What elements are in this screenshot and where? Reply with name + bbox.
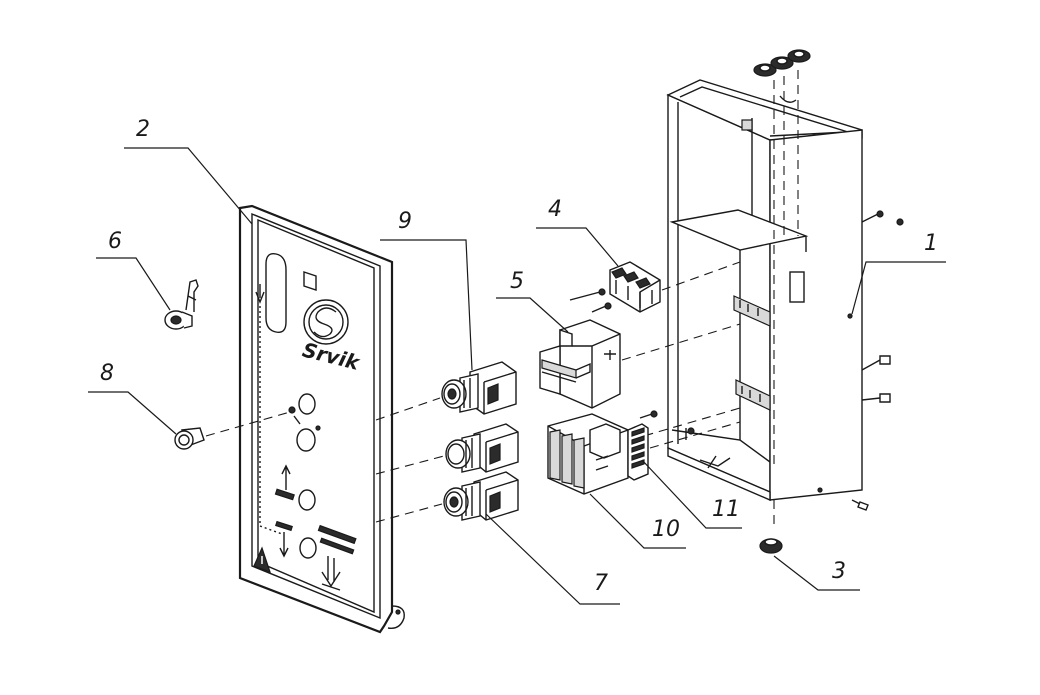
axis-lines-top [773, 70, 799, 530]
callout-8: 8 [100, 361, 114, 386]
callout-9: 9 [398, 209, 412, 234]
logo-circle [303, 299, 349, 345]
callout-1: 1 [924, 231, 938, 256]
lock [164, 279, 199, 330]
screws-right [851, 210, 904, 511]
enclosure-box [666, 79, 863, 502]
contactor [547, 407, 741, 495]
axis-lines-lamps [375, 397, 445, 523]
front-panel: Srvik [238, 204, 405, 634]
callout-4: 4 [548, 197, 562, 222]
callout-7: 7 [594, 571, 608, 596]
leader-lines [88, 147, 946, 605]
callout-3: 3 [832, 559, 846, 584]
terminal-block [569, 261, 741, 313]
grommet-bottom [759, 538, 783, 554]
callout-6: 6 [108, 229, 122, 254]
callout-2: 2 [136, 117, 150, 142]
callout-11: 11 [712, 497, 740, 522]
indicator-lamp-bottom [443, 471, 519, 521]
indicator-lamp-top [441, 361, 517, 415]
circuit-breaker [539, 319, 741, 409]
grommets-top [753, 49, 811, 77]
indicator-lamp-middle [445, 423, 519, 473]
din-terminal [627, 410, 741, 481]
callout-5: 5 [510, 269, 524, 294]
callout-10: 10 [652, 517, 680, 542]
bushing [174, 427, 205, 450]
callouts: 1 2 3 4 5 6 7 8 9 10 11 [100, 117, 938, 596]
